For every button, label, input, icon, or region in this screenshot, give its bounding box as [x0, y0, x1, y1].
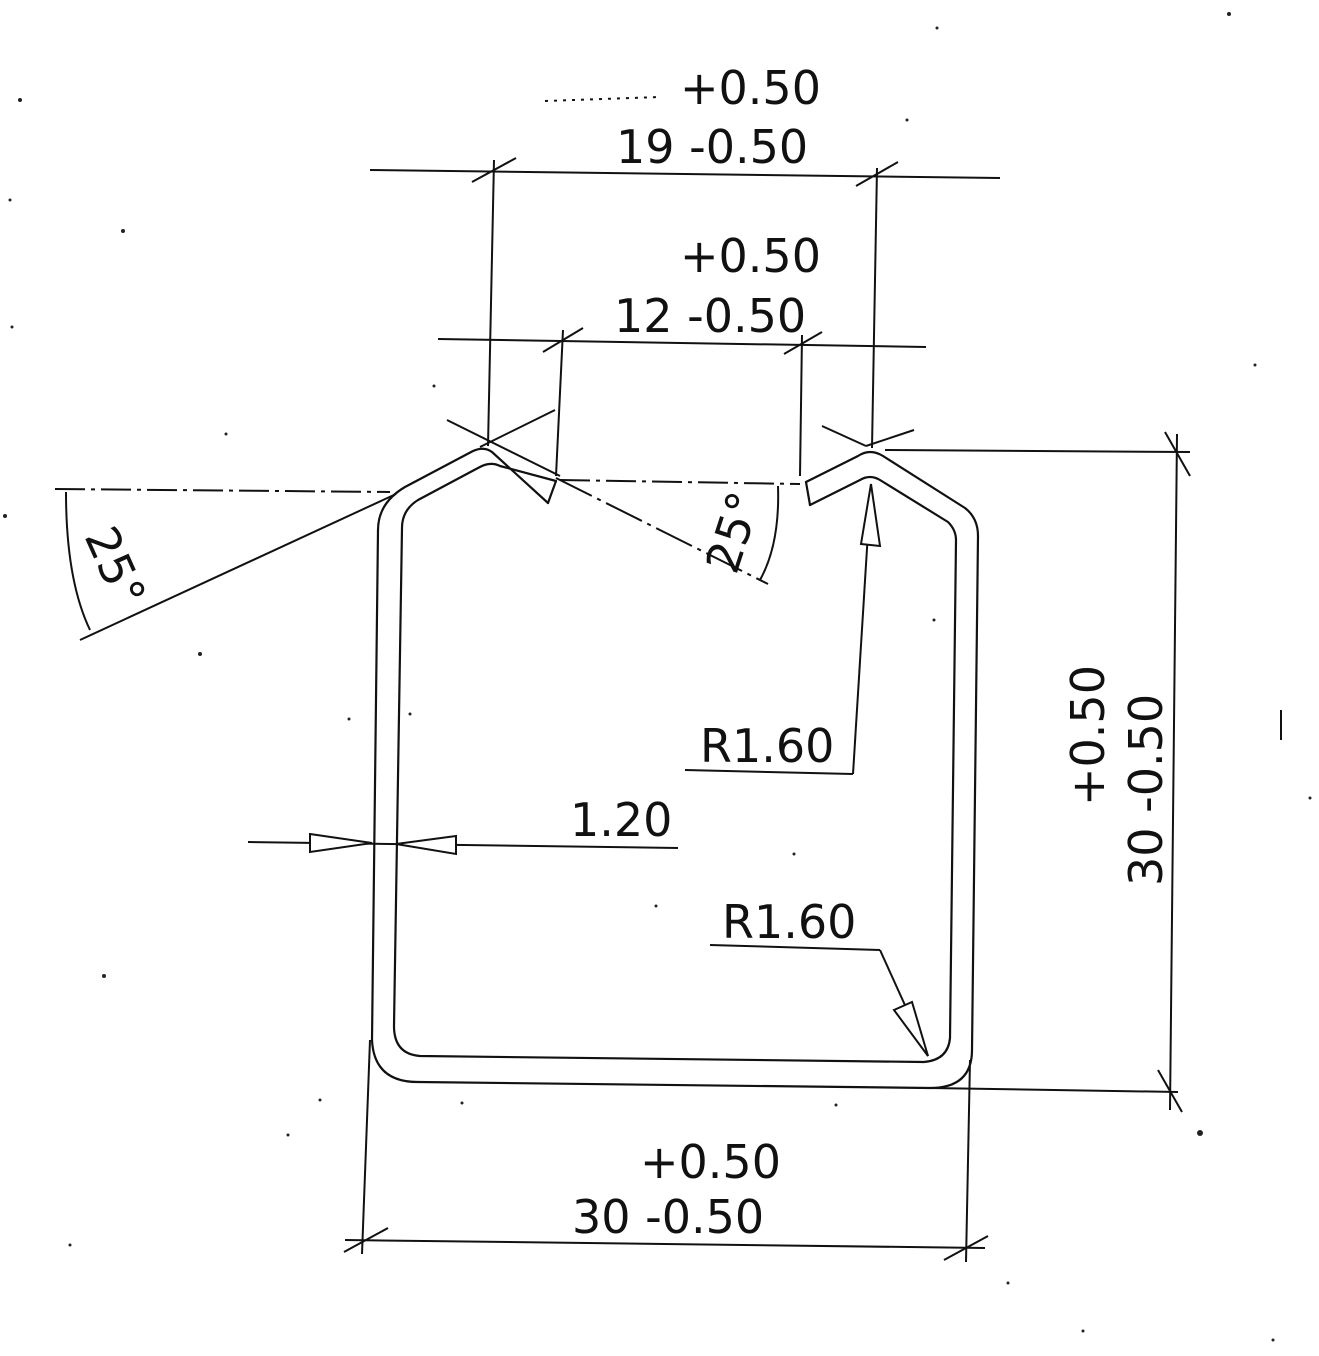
dim-30-height-nominal: 30 -0.50: [1119, 694, 1173, 886]
dim-30-width-nominal: 30 -0.50: [572, 1190, 764, 1244]
dim-12-tick-left: [542, 327, 584, 353]
radius-bottom-leader-h: [709, 944, 881, 951]
angle-left-label: 25°: [74, 519, 156, 615]
dim-30-width-ext-left: [361, 1039, 371, 1255]
construction-line-right: [821, 425, 867, 447]
radius-bottom-label: R1.60: [722, 895, 856, 949]
dim-30-width-line: [344, 1239, 986, 1249]
angle-left-ref-line: [54, 488, 391, 493]
construction-line-right-2: [865, 429, 915, 447]
dim-thickness-arrow-right: [395, 834, 457, 856]
faint-scribble: [544, 96, 661, 102]
profile-end-cap-right: [804, 480, 812, 507]
scan-specks: [3, 12, 1312, 1342]
dim-19-ext-right: [871, 167, 878, 449]
angle-center-arc: [759, 485, 780, 581]
dim-19-tick-left: [471, 157, 517, 183]
dim-30-width-ext-right: [965, 1059, 971, 1263]
angle-left-leg: [79, 493, 397, 641]
dim-12-upper-tol: +0.50: [680, 229, 821, 283]
radius-top-leader-h: [684, 769, 854, 775]
radius-bottom-arrow: [892, 1000, 929, 1057]
dim-30-height-upper-tol: +0.50: [1061, 665, 1115, 806]
dim-30-width-tick-right: [943, 1235, 989, 1261]
dim-19-nominal: 19 -0.50: [616, 120, 808, 174]
dim-30-width-tick-left: [343, 1227, 389, 1253]
dim-30-height-tick-top: [1164, 431, 1191, 477]
dim-30-height-tick-bottom: [1157, 1069, 1183, 1113]
dim-30-height-ext-top: [884, 449, 1191, 453]
radius-top-label: R1.60: [700, 719, 834, 773]
radius-top-arrow: [859, 483, 882, 548]
dim-thickness-label: 1.20: [570, 793, 672, 847]
profile-end-cap-left: [546, 479, 558, 505]
dim-12-tick-right: [783, 331, 823, 355]
angle-center-label: 25°: [695, 485, 772, 579]
dim-12-ext-left: [555, 329, 564, 477]
construction-line-left-2: [479, 409, 556, 448]
angle-left-arc: [65, 491, 91, 631]
dim-19-upper-tol: +0.50: [680, 61, 821, 115]
dim-thickness-arrow-left: [309, 832, 373, 854]
angle-center-leg: [555, 477, 769, 585]
dim-12-nominal: 12 -0.50: [614, 289, 806, 343]
dim-19-line: [369, 169, 1001, 179]
dim-19-ext-left: [487, 159, 495, 447]
dim-30-height-line: [1169, 433, 1178, 1111]
dim-12-ext-right: [799, 334, 803, 477]
dim-30-width-upper-tol: +0.50: [640, 1135, 781, 1189]
profile-outer-outline: [370, 447, 980, 1090]
dim-12-line: [437, 338, 927, 348]
construction-line-left: [446, 419, 561, 477]
profile-inner-outline: [392, 462, 958, 1064]
dim-19-tick-right: [855, 161, 899, 187]
angle-center-ref-line: [559, 479, 801, 485]
dim-30-height-ext-bottom: [929, 1087, 1179, 1093]
